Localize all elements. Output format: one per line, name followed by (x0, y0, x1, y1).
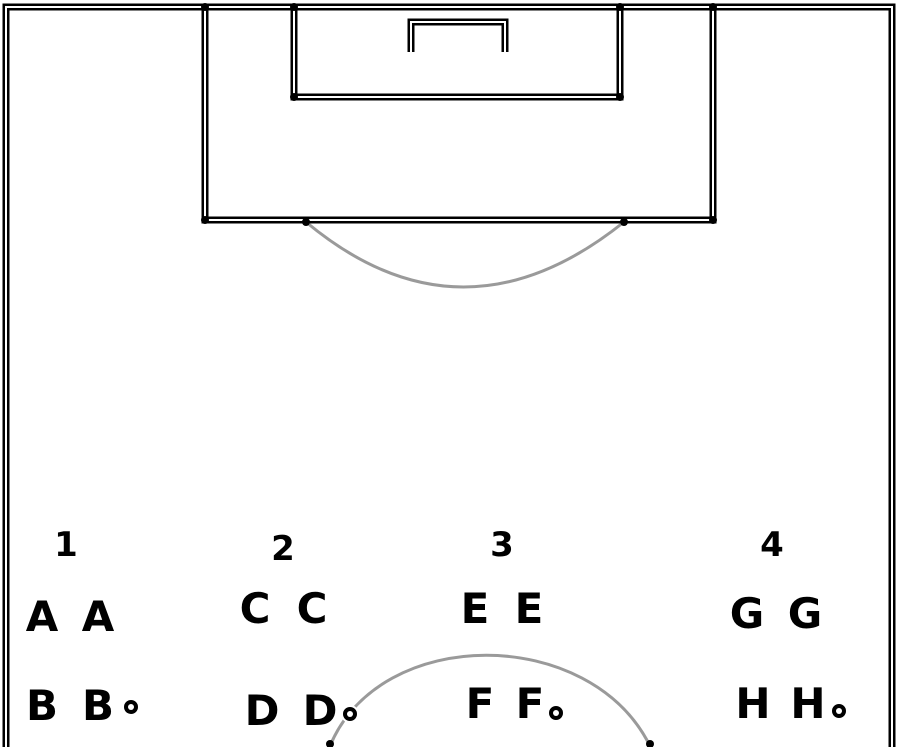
player-label-g2: G (788, 589, 822, 638)
ball-icon (830, 702, 848, 720)
ball-icon (547, 704, 565, 722)
player-label-g1: G (730, 589, 764, 638)
ball-icon (122, 698, 140, 716)
player-label-a1: A (26, 592, 59, 641)
group-number-4: 4 (760, 525, 784, 565)
player-label-f1: F (466, 679, 495, 728)
player-label-e2: E (515, 584, 544, 633)
group-number-2: 2 (271, 529, 295, 569)
player-label-b2: B (82, 681, 114, 730)
player-label-b1: B (26, 681, 58, 730)
player-label-a2: A (82, 592, 115, 641)
player-label-d1: D (245, 686, 280, 735)
line-junction-dots (201, 3, 717, 747)
group-number-3: 3 (490, 525, 514, 565)
ball-icon (341, 705, 359, 723)
group-number-1: 1 (54, 525, 78, 565)
player-label-f2: F (516, 679, 545, 728)
player-label-h2: H (790, 679, 825, 728)
player-label-h1: H (735, 679, 770, 728)
player-label-e1: E (461, 584, 490, 633)
penalty-arc (305, 220, 625, 289)
player-label-c1: C (240, 584, 271, 633)
goal-area (290, 7, 624, 101)
penalty-area (201, 7, 717, 224)
centre-circle-arc (328, 653, 652, 747)
pitch-boundary-inner (5, 6, 893, 747)
player-label-d2: D (303, 686, 338, 735)
player-label-c2: C (297, 584, 328, 633)
goal (407, 18, 509, 52)
